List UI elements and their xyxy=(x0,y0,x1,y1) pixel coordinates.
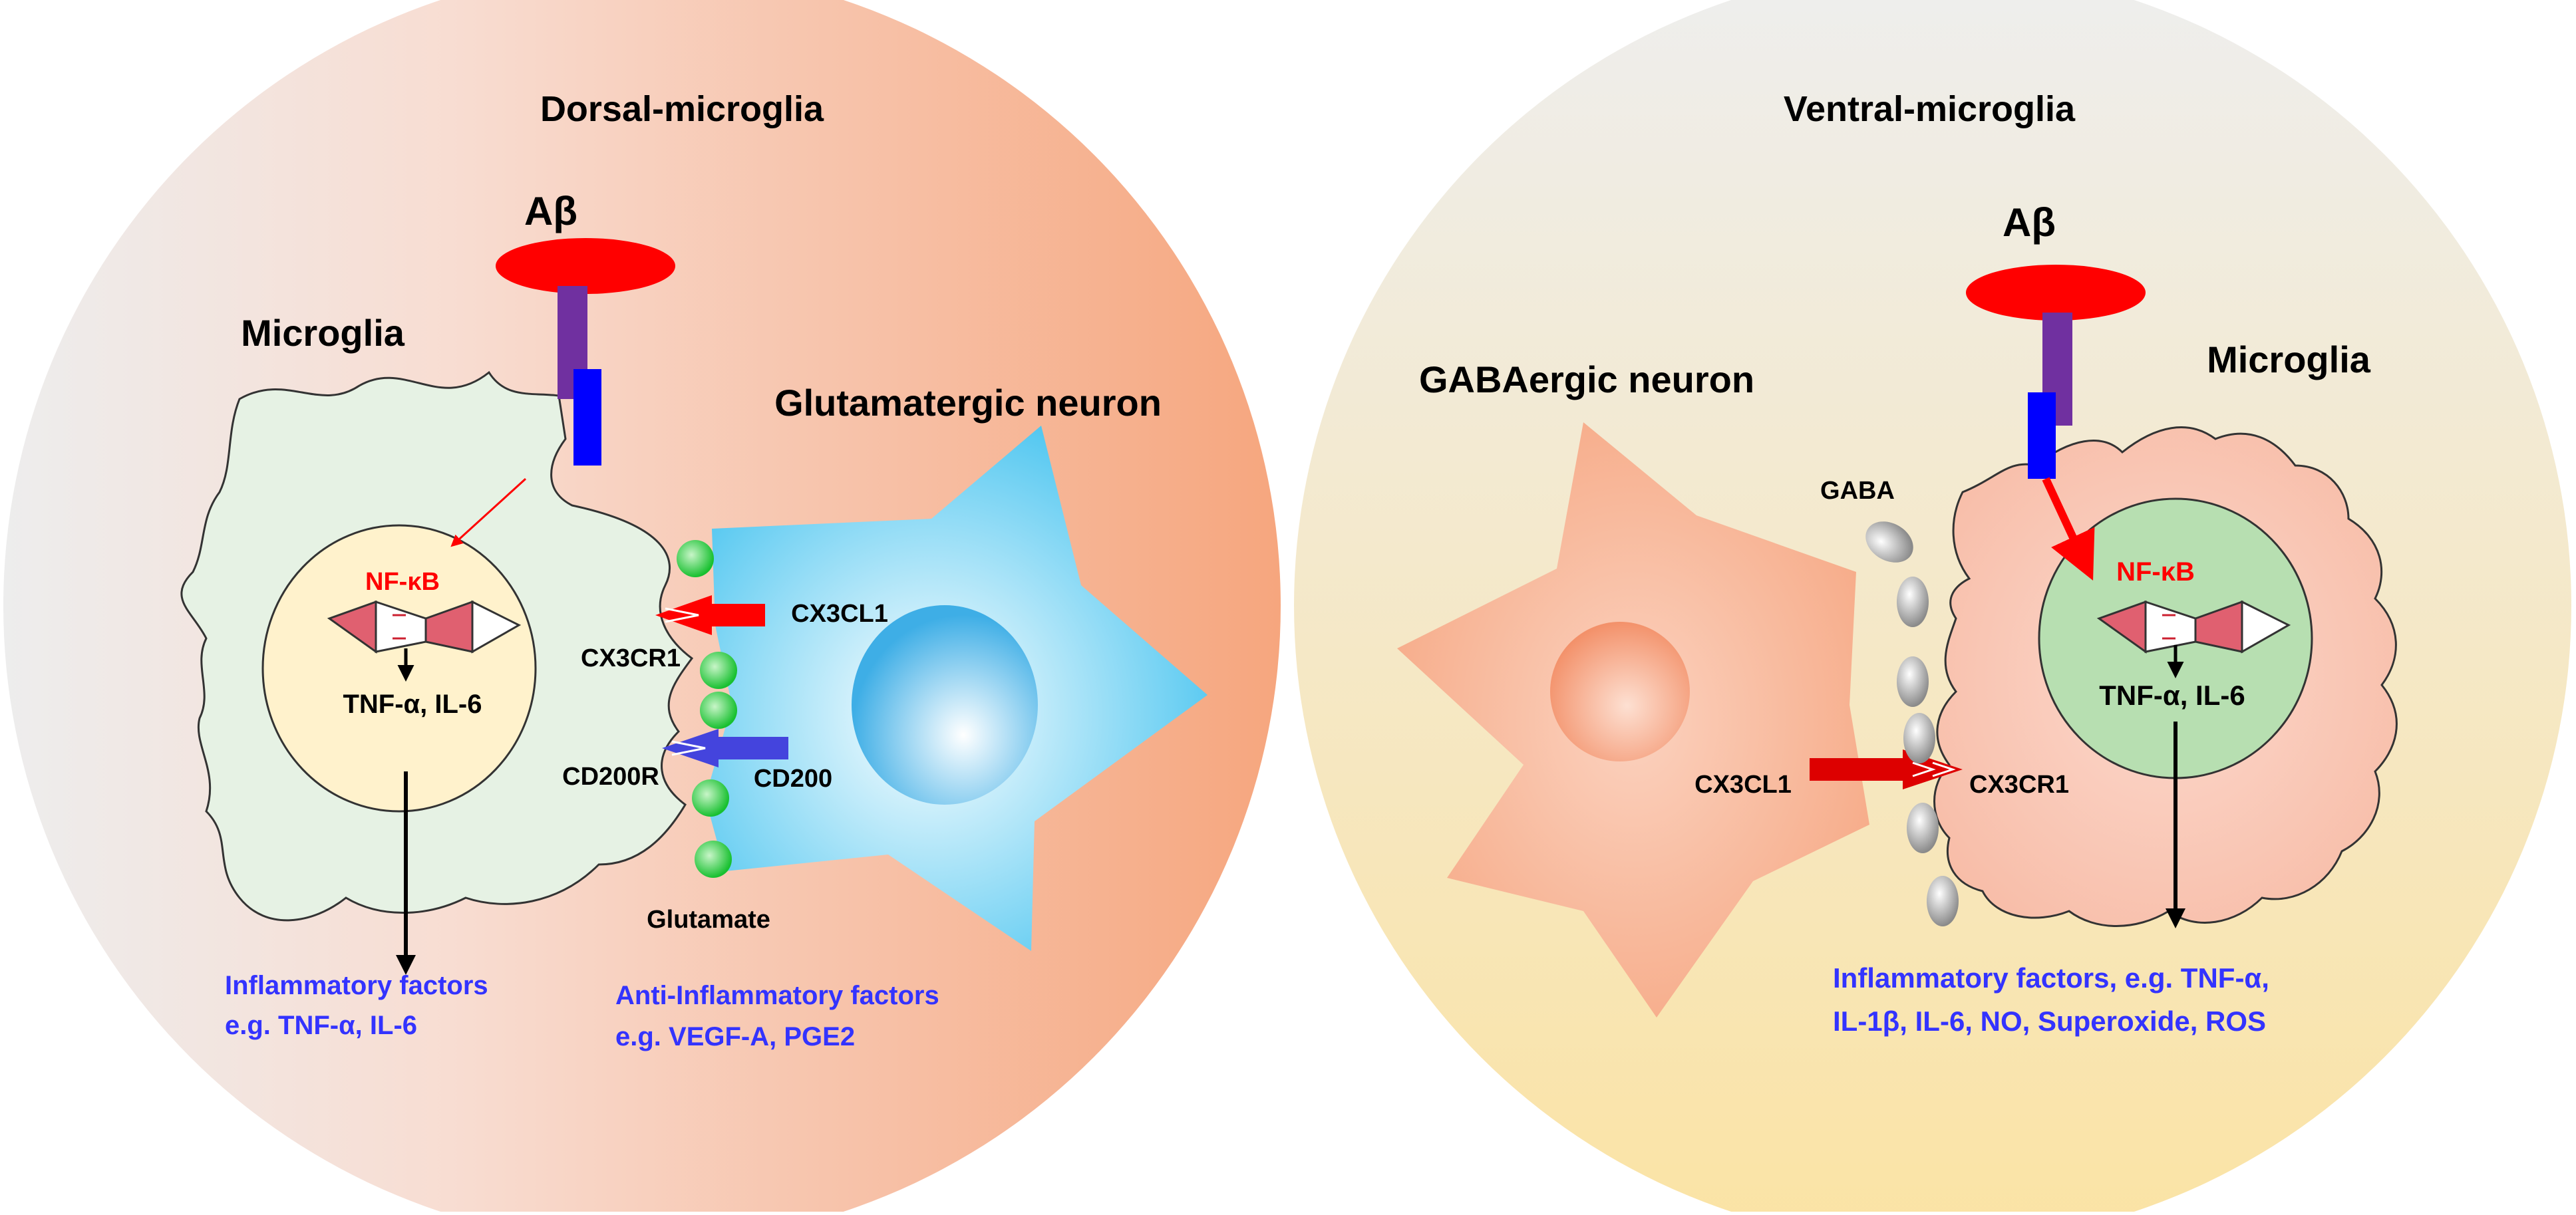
left-abeta-label: Aβ xyxy=(524,189,577,233)
left-cx3cr1-label: CX3CR1 xyxy=(581,644,681,672)
left-cx3cl1-arrow xyxy=(655,595,765,635)
anti-inflammatory-line1: Anti-Inflammatory factors xyxy=(615,981,939,1010)
left-inflammatory-line2: e.g. TNF-α, IL-6 xyxy=(225,1011,417,1040)
anti-inflammatory-line2: e.g. VEGF-A, PGE2 xyxy=(615,1022,855,1051)
left-receptor-blue xyxy=(573,369,601,466)
left-panel-title: Dorsal-microglia xyxy=(540,89,824,129)
right-panel-title: Ventral-microglia xyxy=(1784,89,2076,129)
right-abeta-plaque xyxy=(1966,265,2146,321)
gaba-label: GABA xyxy=(1820,477,1895,505)
glutamatergic-neuron-nucleus xyxy=(852,605,1038,805)
glutamate-label: Glutamate xyxy=(647,906,770,934)
left-cd200r-label: CD200R xyxy=(562,763,659,791)
left-nfkb-label: NF-κB xyxy=(365,568,440,596)
left-cx3cl1-label: CX3CL1 xyxy=(791,600,888,628)
right-nfkb-label: NF-κB xyxy=(2116,557,2195,587)
left-microglia-label: Microglia xyxy=(241,312,405,354)
right-panel: Ventral-microglia Aβ Microglia GABAergic… xyxy=(1294,0,2571,1215)
right-microglia-label: Microglia xyxy=(2207,338,2371,380)
left-cd200-arrow xyxy=(662,729,788,767)
gabaergic-neuron-label: GABAergic neuron xyxy=(1419,358,1754,400)
right-dna-helix-icon xyxy=(2096,600,2291,654)
right-abeta-signal-arrow xyxy=(2042,477,2095,581)
left-cd200-label: CD200 xyxy=(754,765,832,793)
left-abeta-plaque xyxy=(496,238,675,294)
left-abeta-signal-arrow xyxy=(450,477,527,547)
gabaergic-neuron-nucleus xyxy=(1550,622,1690,761)
right-abeta-label: Aβ xyxy=(2003,200,2056,245)
right-inflammatory-line2: IL-1β, IL-6, NO, Superoxide, ROS xyxy=(1833,1006,2266,1037)
glutamate-molecules xyxy=(677,540,737,878)
right-cx3cl1-label: CX3CL1 xyxy=(1694,771,1792,799)
right-inflammatory-line1: Inflammatory factors, e.g. TNF-α, xyxy=(1833,962,2269,994)
left-inflammatory-line1: Inflammatory factors xyxy=(225,971,488,1000)
left-dna-helix-icon xyxy=(327,600,522,654)
right-cx3cr1-label: CX3CR1 xyxy=(1969,771,2069,799)
left-cytokines-label: TNF-α, IL-6 xyxy=(343,690,482,719)
gaba-molecules xyxy=(1865,521,1959,926)
right-cytokines-label: TNF-α, IL-6 xyxy=(2099,680,2245,711)
right-receptor-blue xyxy=(2028,392,2056,479)
glutamatergic-neuron-label: Glutamatergic neuron xyxy=(774,382,1162,424)
left-panel: Dorsal-microglia Aβ Microglia Glutamater… xyxy=(3,0,1281,1215)
